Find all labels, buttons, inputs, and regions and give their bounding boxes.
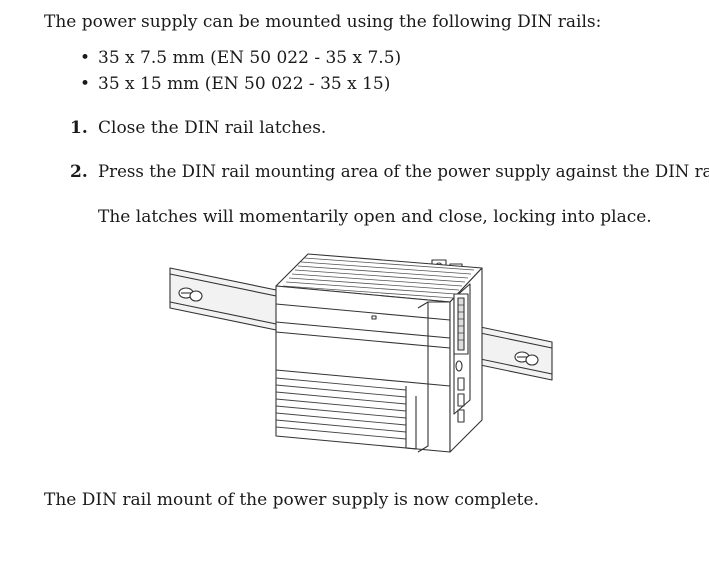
step-2-note: The latches will momentarily open and cl… [98,207,652,227]
din-rail-mounting-illustration [169,253,553,453]
screw-icon [178,287,203,302]
bullet-icon: • [80,74,91,94]
step-1-number: 1. [70,118,88,138]
rail-item-2: 35 x 15 mm (EN 50 022 - 35 x 15) [98,74,391,94]
conclusion-text: The DIN rail mount of the power supply i… [44,490,539,510]
power-supply-front [275,285,451,453]
intro-text: The power supply can be mounted using th… [44,12,602,32]
step-2-text: Press the DIN rail mounting area of the … [98,162,709,181]
rail-item-1: 35 x 7.5 mm (EN 50 022 - 35 x 7.5) [98,48,402,68]
step-1-text: Close the DIN rail latches. [98,118,327,138]
step-2-number: 2. [70,162,88,182]
screw-icon [514,351,539,366]
bullet-icon: • [80,48,91,68]
